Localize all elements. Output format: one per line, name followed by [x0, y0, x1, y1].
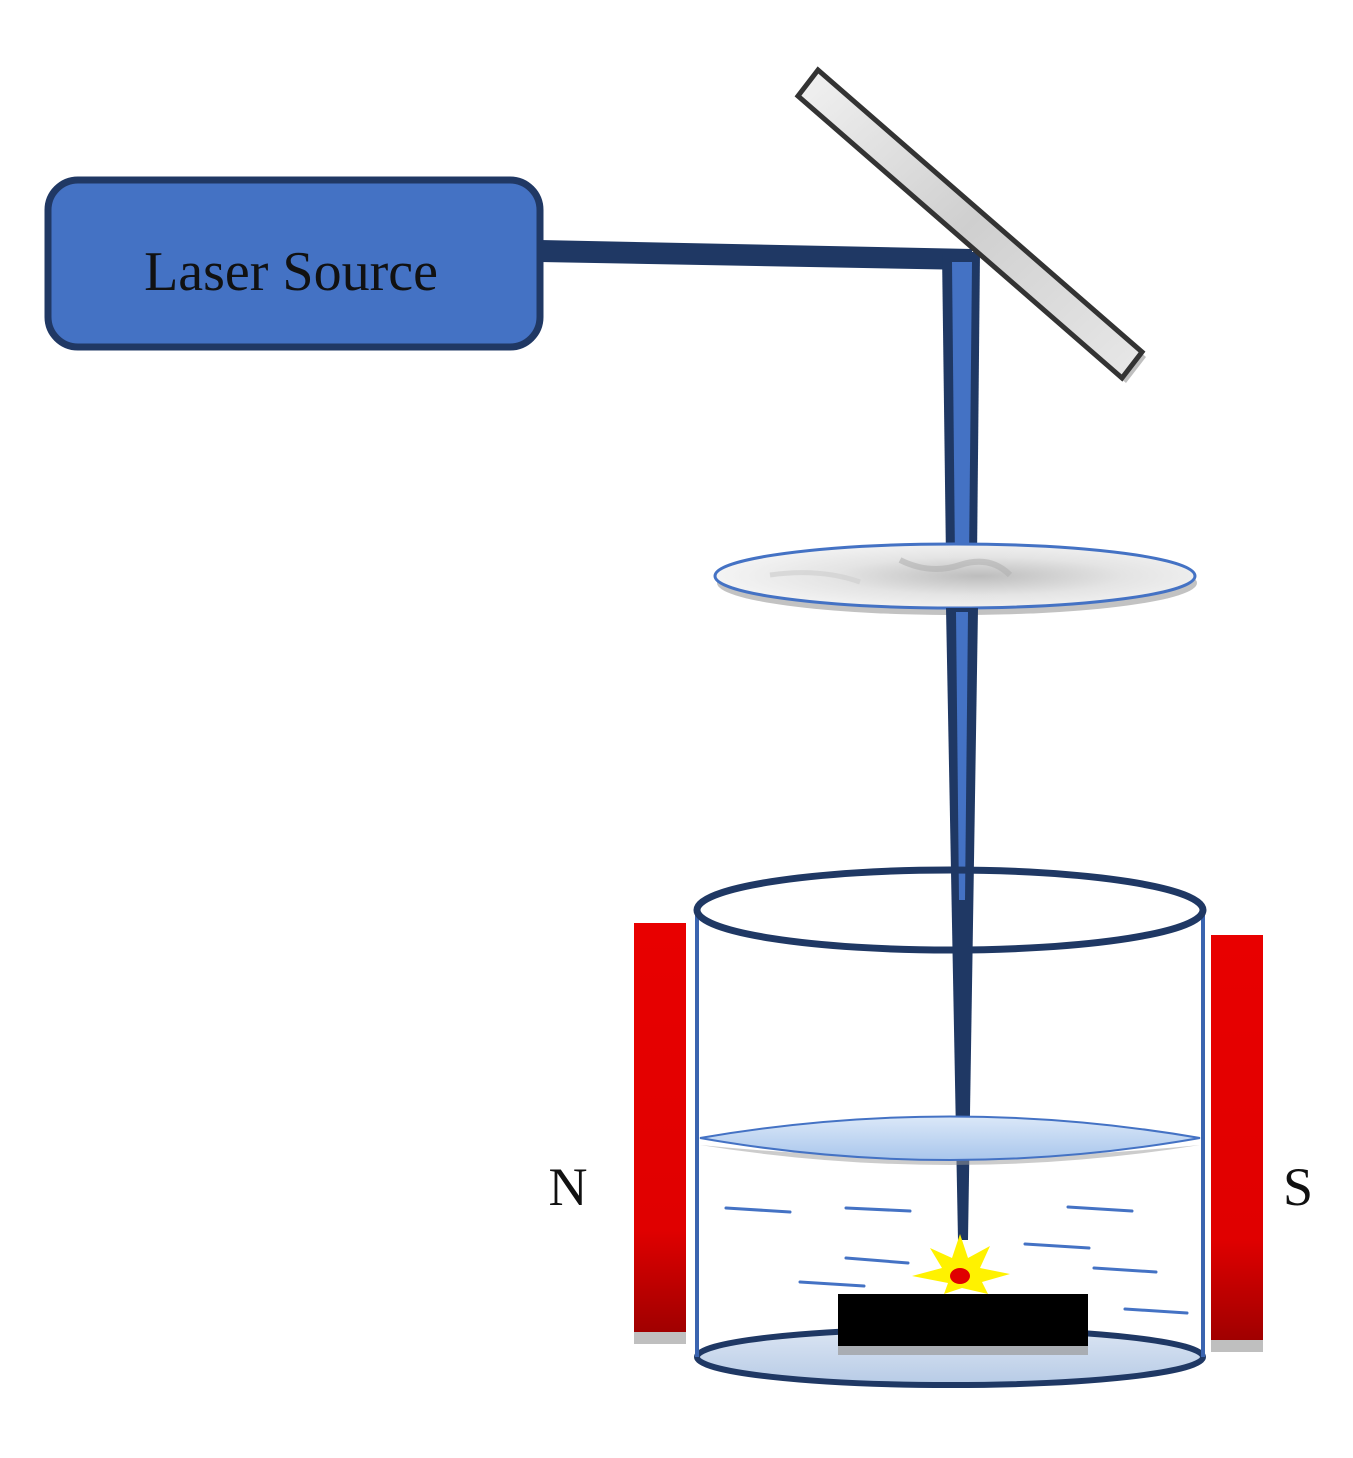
laser-beam-horizontal: [540, 240, 972, 270]
laser-beam-upper: [942, 252, 980, 560]
liquid-ripples: [724, 1205, 1189, 1315]
magnet-south: [1211, 935, 1263, 1352]
laser-beam-lower: [946, 608, 978, 1240]
mirror: [794, 66, 1146, 383]
focusing-lens: [713, 542, 1197, 615]
vessel-rim: [693, 866, 1207, 954]
magnet-south-label: S: [1283, 1157, 1313, 1217]
laser-source-label: Laser Source: [144, 241, 438, 303]
liquid-surface: [699, 1115, 1201, 1165]
laser-source-box: Laser Source: [44, 176, 544, 351]
target-plate: [838, 1294, 1088, 1355]
magnet-north: [634, 923, 686, 1344]
ablation-spark: [912, 1234, 1010, 1294]
magnet-north-label: N: [549, 1157, 588, 1217]
